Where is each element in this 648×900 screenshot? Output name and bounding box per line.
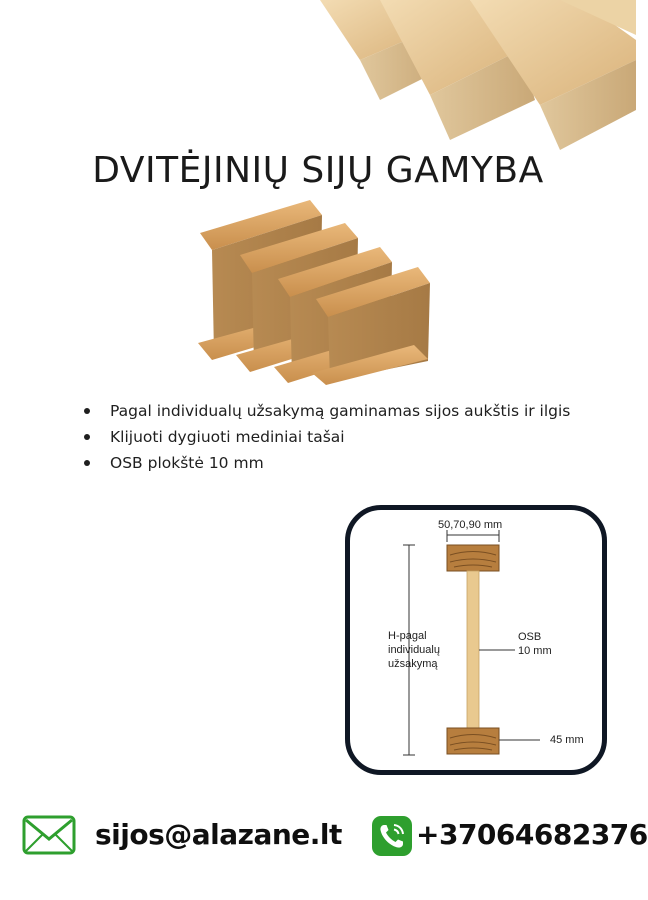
email-link[interactable]: sijos@alazane.lt bbox=[95, 818, 342, 851]
phone-link[interactable]: +37064682376 bbox=[416, 818, 648, 851]
beam-cross-section-diagram bbox=[403, 530, 540, 756]
phone-icon bbox=[372, 816, 412, 856]
flange-label: 45 mm bbox=[550, 734, 584, 746]
height-label-line: užsakymą bbox=[388, 658, 438, 670]
beam-diagram-card: 50,70,90 mm H-pagal individualų užsakymą… bbox=[345, 505, 607, 775]
web-label-line: 10 mm bbox=[518, 645, 552, 657]
top-beams-image bbox=[320, 0, 636, 150]
feature-item: Pagal individualų užsakymą gaminamas sij… bbox=[80, 398, 570, 424]
feature-item: OSB plokštė 10 mm bbox=[80, 450, 570, 476]
envelope-icon bbox=[22, 815, 76, 855]
height-label-line: H-pagal bbox=[388, 630, 427, 642]
feature-item: Klijuoti dygiuoti mediniai tašai bbox=[80, 424, 570, 450]
feature-list: Pagal individualų užsakymą gaminamas sij… bbox=[80, 398, 570, 476]
height-label-line: individualų bbox=[388, 644, 440, 656]
page-title: DVITĖJINIŲ SIJŲ GAMYBA bbox=[92, 150, 544, 191]
width-label: 50,70,90 mm bbox=[438, 519, 503, 531]
i-beams-image bbox=[198, 200, 430, 385]
web-label-line: OSB bbox=[518, 631, 542, 643]
